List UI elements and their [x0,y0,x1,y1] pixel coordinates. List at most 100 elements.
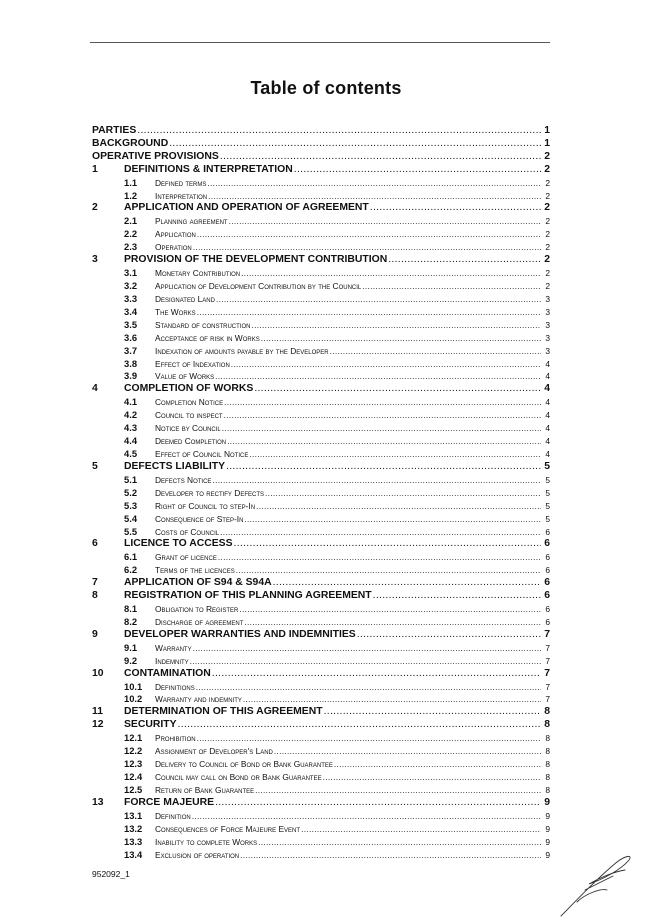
toc-page-number: 8 [544,706,550,718]
toc-page-number: 6 [544,538,550,550]
toc-entry-title: Value of Works [155,371,215,382]
toc-entry-title: Costs of Council [155,526,220,537]
toc-entry-number: 12 [92,719,104,731]
toc-dot-leader [226,461,541,473]
toc-dot-leader [229,215,541,227]
toc-page-number: 5 [545,487,550,498]
toc-entry[interactable]: 10CONTAMINATION7 [92,667,550,680]
toc-dot-leader [236,564,541,576]
toc-entry-number: 7 [92,577,98,589]
toc-entry[interactable]: OPERATIVE PROVISIONS2 [92,150,550,163]
toc-subentry[interactable]: 9.2Indemnity7 [92,654,550,667]
signature-icon [560,855,631,917]
toc-entry-number: 8 [92,590,98,602]
toc-dot-leader [227,435,541,447]
toc-dot-leader [137,125,541,137]
toc-entry-number: 13 [92,796,104,808]
toc-entry-title: Consequence of Step-In [155,513,244,524]
toc-entry-title: Definition [155,810,191,821]
header-rule [90,42,550,43]
toc-dot-leader [357,629,541,641]
toc-entry[interactable]: PARTIES1 [92,124,550,137]
toc-dot-leader [261,332,541,344]
toc-entry-number: 2 [92,202,98,214]
toc-subentry[interactable]: 9.1Warranty7 [92,641,550,654]
toc-subentry[interactable]: 2.3Operation2 [92,240,550,253]
toc-entry-title: Warranty [155,642,192,653]
toc-dot-leader [220,151,541,163]
toc-dot-leader [323,771,541,783]
toc-entry-number: 4.4 [124,435,138,447]
toc-subentry[interactable]: 10.1Definitions7 [92,680,550,693]
toc-page-number: 7 [544,628,550,640]
toc-entry-number: 3.5 [124,318,138,330]
toc-subentry[interactable]: 12.1Prohibition8 [92,731,550,744]
toc-entry-number: 3.9 [124,370,138,382]
document-reference: 952092_1 [92,869,130,879]
table-of-contents: PARTIES1BACKGROUND1OPERATIVE PROVISIONS2… [92,124,550,861]
toc-entry-title: Indexation of amounts payable by the Dev… [155,345,329,356]
toc-page-number: 7 [545,681,550,692]
toc-dot-leader [197,228,541,240]
toc-entry-title: Monetary Contribution [155,268,241,279]
toc-entry[interactable]: 12SECURITY8 [92,718,550,731]
toc-entry-title: Deemed Completion [155,436,227,447]
toc-subentry[interactable]: 1.2Interpretation2 [92,189,550,202]
toc-entry-title: OPERATIVE PROVISIONS [92,150,219,162]
toc-dot-leader [216,293,541,305]
toc-dot-leader [234,538,541,550]
toc-subentry[interactable]: 13.1Definition9 [92,809,550,822]
toc-dot-leader [249,448,541,460]
toc-subentry[interactable]: 2.2Application2 [92,227,550,240]
toc-entry-title: Defects Notice [155,474,212,485]
toc-entry[interactable]: BACKGROUND1 [92,137,550,150]
toc-entry-number: 4 [92,383,98,395]
toc-entry-title: SECURITY [124,719,177,731]
toc-page-number: 2 [544,254,550,266]
